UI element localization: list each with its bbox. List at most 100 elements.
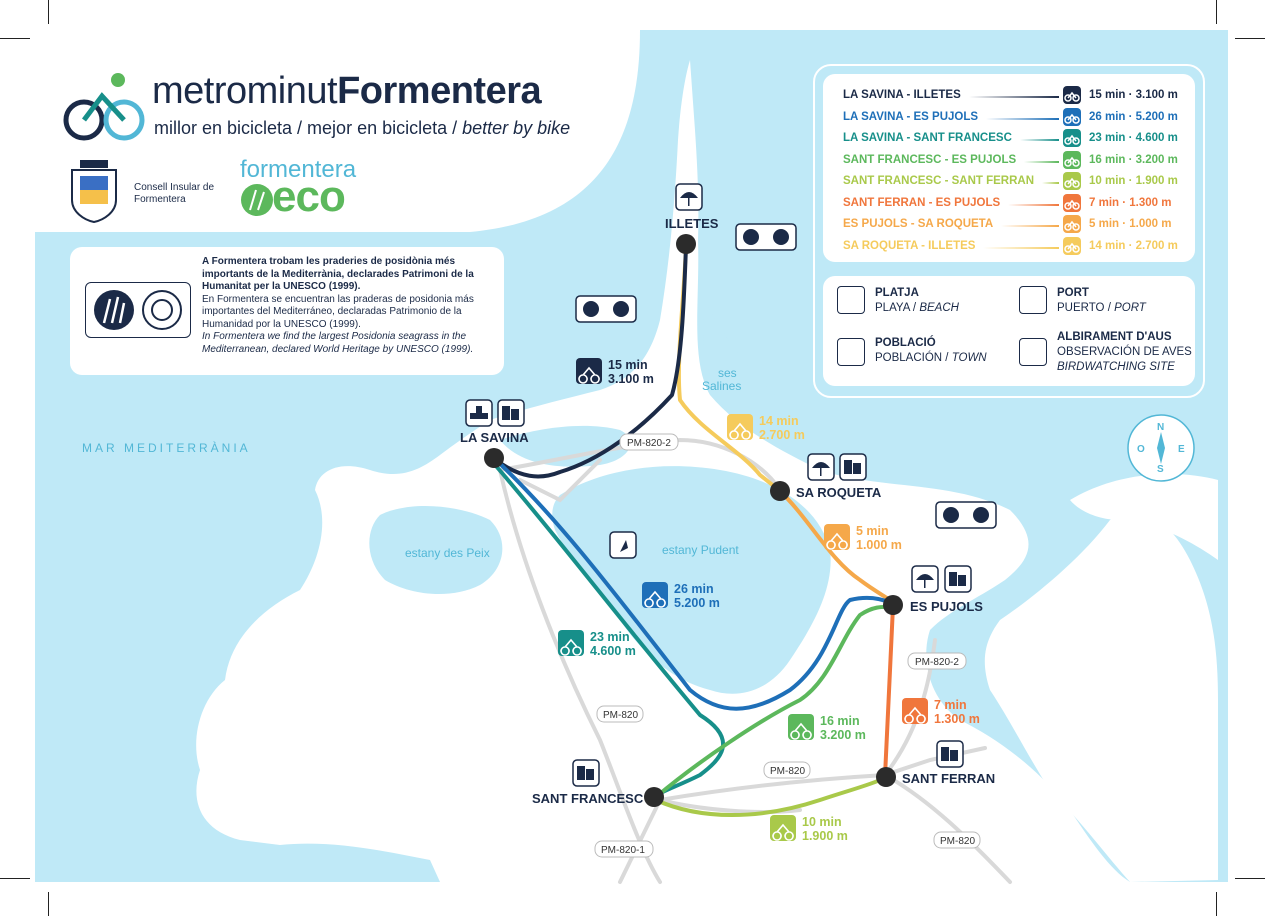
bike-icon [1063, 150, 1081, 169]
tagline-english: better by bike [462, 118, 571, 138]
route-legend-row: SA ROQUETA - ILLETES 14 min · 2.700 m [837, 236, 1197, 257]
route-legend-line [1042, 182, 1059, 184]
badge-minutes: 5 min [856, 524, 889, 538]
station-sant-francesc-dot[interactable] [644, 787, 664, 807]
route-lines [494, 244, 895, 817]
stations [484, 234, 903, 807]
estany-peix-water [369, 505, 503, 595]
road-label-3: PM-820 [596, 705, 644, 723]
route-legend-line [1001, 225, 1059, 227]
route-la-savina-sant-francesc [494, 464, 725, 798]
route-legend-name: LA SAVINA - SANT FRANCESC [843, 132, 1012, 144]
salines-water [703, 300, 794, 445]
compass-n: N [1157, 422, 1164, 433]
compass-s: S [1157, 464, 1164, 475]
svg-text:PM-820: PM-820 [770, 766, 805, 777]
station-illetes-label: ILLETES [665, 216, 719, 231]
badge-minutes: 15 min [608, 358, 648, 372]
badge-meters: 2.700 m [759, 428, 805, 442]
tagline-main: millor en bicicleta / mejor en bicicleta… [154, 118, 463, 138]
svg-text:PM-820: PM-820 [940, 836, 975, 847]
bike-glyph [578, 366, 600, 384]
bike-glyph [729, 422, 751, 440]
route-sant-francesc-es-pujols [654, 604, 895, 799]
posidonia-info-inner: A Formentera trobam les praderies de pos… [70, 247, 504, 375]
info-catalan: A Formentera trobam les praderies de pos… [202, 256, 474, 292]
svg-text:PM-820-1: PM-820-1 [601, 845, 645, 856]
bike-glyph [904, 706, 926, 724]
badge-meters: 3.200 m [820, 728, 866, 742]
ne-land [1070, 474, 1218, 560]
compass-e: E [1178, 444, 1185, 455]
route-legend-value: 5 min · 1.000 m [1089, 218, 1172, 230]
route-legend-line [1008, 203, 1059, 206]
crop-mark [48, 892, 49, 916]
bike-icon [1063, 215, 1081, 233]
crop-mark [1235, 38, 1265, 39]
bike-logo-icon [63, 73, 145, 141]
bike-icon [1063, 129, 1081, 147]
bike-icon [1063, 193, 1081, 212]
bike-icon [1063, 107, 1081, 126]
bike-glyph [644, 590, 666, 608]
route-la-savina-illetes [494, 244, 688, 479]
posidonia-info-box: A Formentera trobam les praderies de pos… [62, 240, 512, 382]
legend-port-icon [1019, 286, 1047, 314]
header-land [35, 30, 640, 232]
bike-icon [558, 630, 584, 656]
estany-pudent-water [552, 466, 831, 694]
station-la-savina-dot[interactable] [484, 448, 504, 468]
bike-icon [770, 815, 796, 841]
route-legend-value: 14 min · 2.700 m [1089, 239, 1178, 252]
top-edge [1218, 30, 1228, 882]
road-label-1: PM-820-2 [619, 433, 679, 451]
council-name: Consell Insular de Formentera [134, 182, 215, 205]
badge-minutes: 16 min [820, 714, 860, 728]
bike-icon [1063, 172, 1081, 190]
route-legend-value: 26 min · 5.200 m [1089, 110, 1178, 123]
road-label-4: PM-820 [763, 761, 811, 779]
badge-meters: 5.200 m [674, 596, 720, 610]
eco-main-text: eco [272, 172, 346, 221]
badge-meters: 3.100 m [608, 372, 654, 386]
crop-mark [1216, 0, 1217, 24]
sea-label: MAR MEDITERRÀNIA [82, 440, 251, 455]
bike-icon [642, 582, 668, 608]
legend-beach-icon [837, 286, 865, 314]
bike-glyph [772, 823, 794, 841]
route-la-savina-es-pujols [494, 458, 895, 711]
bike-icon [576, 358, 602, 384]
route-legend-value: 10 min · 1.900 m [1089, 175, 1178, 187]
crop-mark [48, 0, 49, 24]
badge-minutes: 14 min [759, 414, 799, 428]
station-la-savina-label: LA SAVINA [460, 430, 529, 445]
route-legend-value: 23 min · 4.600 m [1089, 132, 1178, 144]
legend-bird-icon [1019, 338, 1047, 366]
brand-suffix: Formentera [337, 70, 542, 112]
station-sant-ferran-dot[interactable] [876, 767, 896, 787]
brand-prefix: metrominut [152, 70, 338, 112]
route-legend-name: LA SAVINA - ILLETES [843, 89, 961, 101]
eco-leaf-icon [241, 184, 273, 216]
route-legend-line [986, 117, 1059, 120]
posidonia-unesco-icon [85, 282, 191, 338]
station-es-pujols-dot[interactable] [883, 595, 903, 615]
station-sant-francesc-label: SANT FRANCESC [532, 791, 644, 806]
road-label-5: PM-820 [933, 831, 981, 849]
station-illetes-dot[interactable] [676, 234, 696, 254]
bike-icon [824, 524, 850, 550]
route-legend-name: SA ROQUETA - ILLETES [843, 239, 976, 252]
station-sa-roqueta-dot[interactable] [770, 481, 790, 501]
